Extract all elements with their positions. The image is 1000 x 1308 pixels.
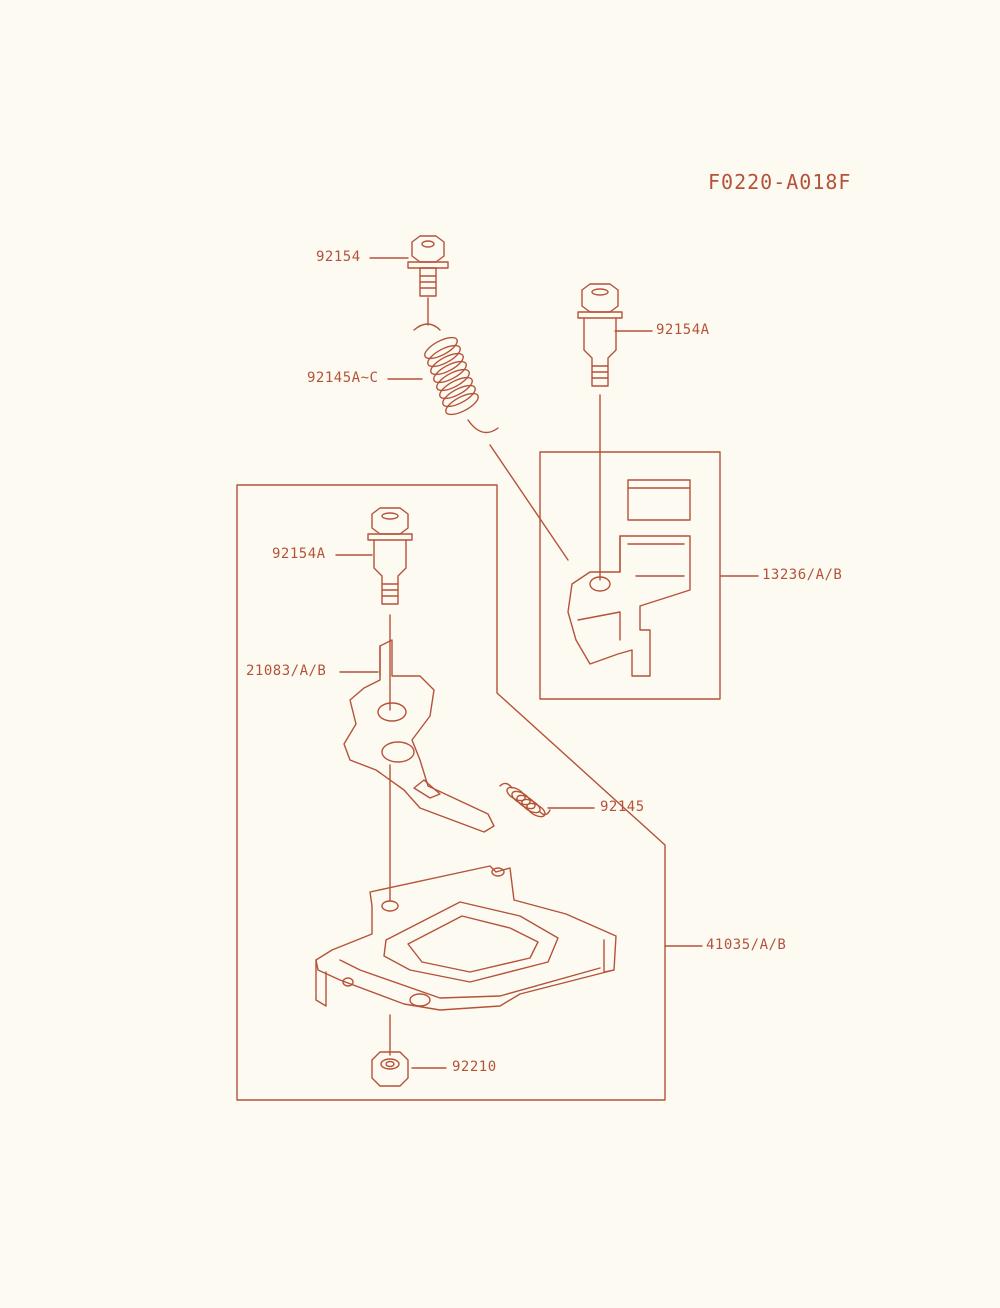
bolt-92154a-right (577, 283, 623, 387)
label-plate-41035: 41035/A/B (706, 937, 787, 953)
label-bolt-92154a-right: 92154A (656, 322, 710, 338)
axis-spring-bracket (489, 444, 569, 561)
plate-group-frame (236, 484, 666, 1101)
label-lever-21083: 21083/A/B (246, 663, 327, 679)
nut-92210 (371, 1051, 409, 1087)
axis-lines (389, 297, 601, 1056)
plate-41035 (315, 865, 617, 1011)
bracket-13236 (567, 479, 691, 677)
spring-92145a (413, 323, 499, 434)
spring-92145 (499, 782, 551, 818)
diagram-code: F0220-A018F (708, 170, 852, 194)
bracket-group-frame (539, 451, 721, 700)
label-spring-92145: 92145 (600, 799, 645, 815)
label-bolt-92154: 92154 (316, 249, 361, 265)
label-spring-92145a: 92145A~C (307, 370, 379, 386)
spring-coils (424, 336, 479, 416)
label-bracket-13236: 13236/A/B (762, 567, 843, 583)
label-nut-92210: 92210 (452, 1059, 497, 1075)
label-bolt-92154a-left: 92154A (272, 546, 326, 562)
lever-21083 (343, 639, 495, 833)
bolt-92154 (407, 235, 449, 297)
bolt-92154a-left (367, 507, 413, 605)
leader-lines (335, 257, 759, 1069)
